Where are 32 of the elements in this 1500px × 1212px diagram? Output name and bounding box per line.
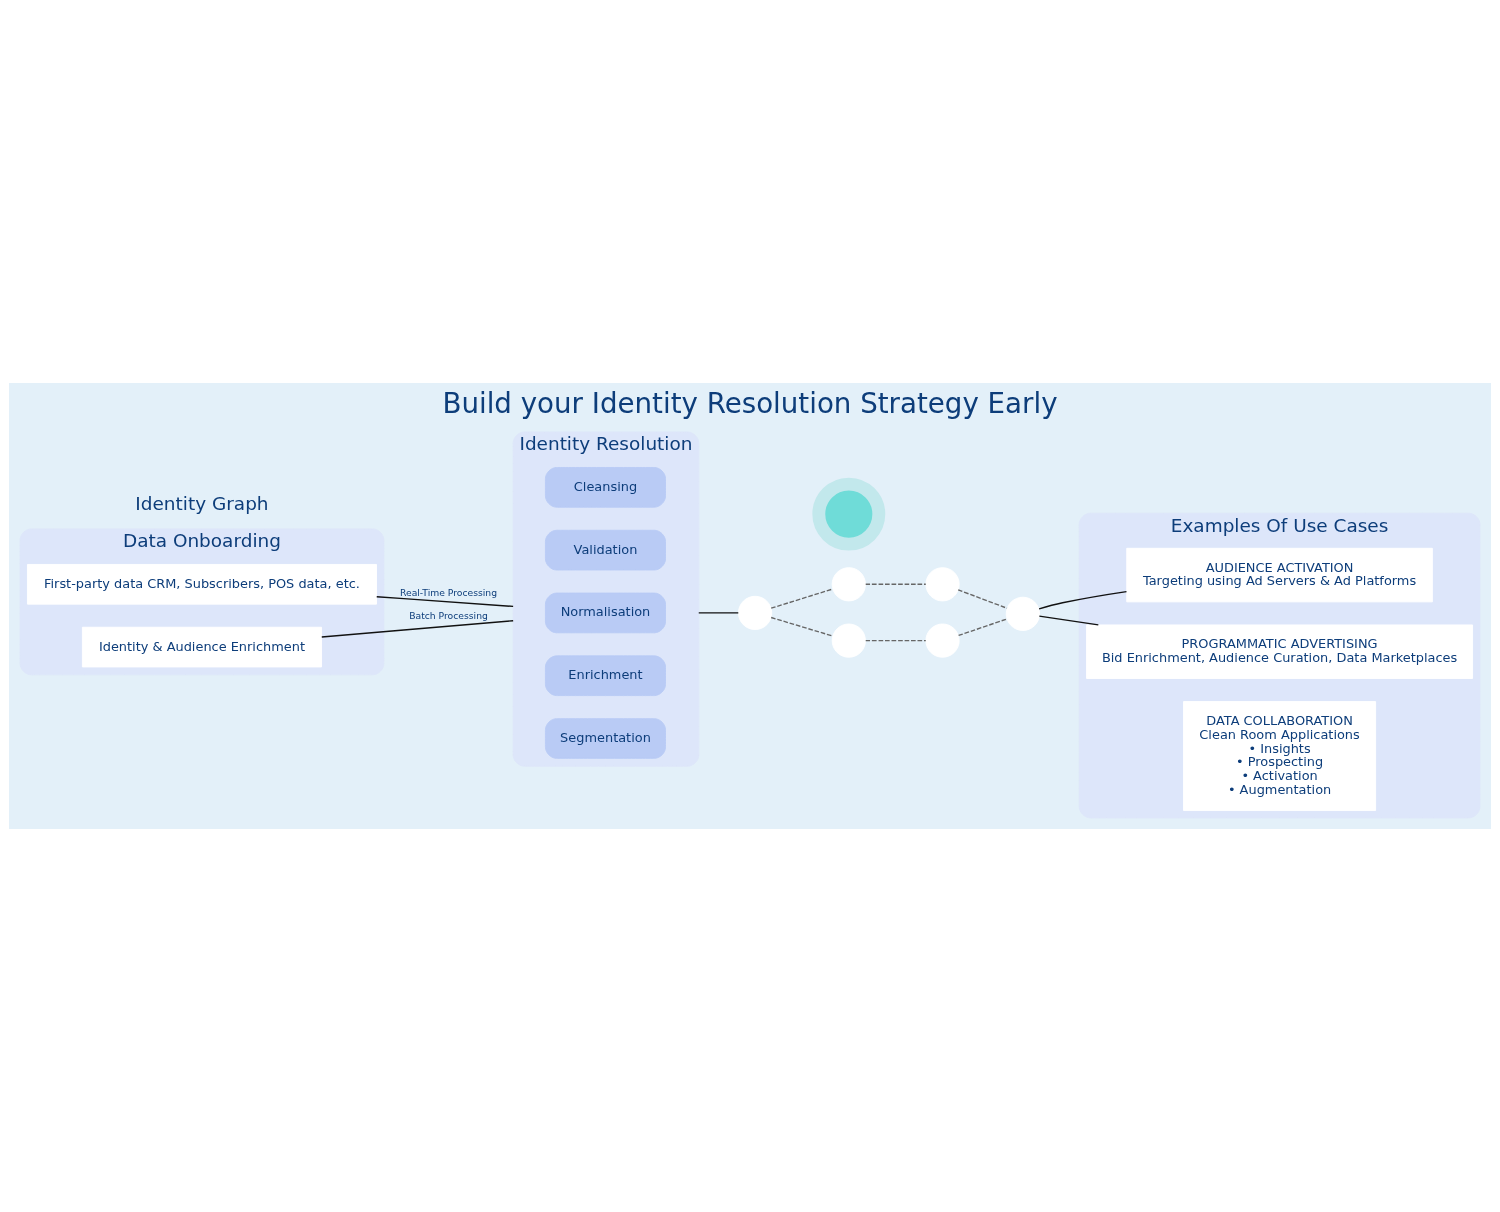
node-box: Normalisation xyxy=(545,592,666,634)
diagram-title: Build your Identity Resolution Strategy Early xyxy=(442,386,1058,420)
connector xyxy=(865,583,927,585)
connector xyxy=(1038,615,1099,626)
connector xyxy=(321,620,514,638)
node-box: DATA COLLABORATION Clean Room Applications • Insights • Prospecting • Activation • Augmentation xyxy=(1183,701,1377,811)
node-circle xyxy=(1005,596,1040,631)
connector xyxy=(376,596,514,608)
connector xyxy=(770,588,834,609)
node-box: Identity & Audience Enrichment xyxy=(81,626,322,668)
node-box: Validation xyxy=(545,529,666,571)
node-box: Enrichment xyxy=(545,655,666,697)
node-circle xyxy=(738,595,773,630)
connector xyxy=(865,639,927,642)
connector xyxy=(957,618,1008,637)
node-box: AUDIENCE ACTIVATION Targeting using Ad Servers & Ad Platforms xyxy=(1126,547,1433,603)
connector xyxy=(1038,590,1128,610)
node-circle xyxy=(831,623,866,658)
connector xyxy=(957,589,1008,609)
node-circle xyxy=(831,567,866,602)
edge-label: Real-Time Processing xyxy=(399,587,498,599)
node-box: First-party data CRM, Subscribers, POS data, etc. xyxy=(27,564,377,605)
label: Identity Graph xyxy=(135,492,269,514)
node-box: Cleansing xyxy=(545,467,666,508)
connector xyxy=(770,616,834,637)
node-circle xyxy=(925,567,960,602)
node-box: Segmentation xyxy=(545,718,666,759)
node-circle xyxy=(925,623,960,658)
node-circle xyxy=(812,477,886,551)
connector xyxy=(698,612,739,614)
edge-label: Batch Processing xyxy=(409,610,488,622)
node-box: PROGRAMMATIC ADVERTISING Bid Enrichment, Audience Curation, Data Marketplaces xyxy=(1086,624,1473,679)
